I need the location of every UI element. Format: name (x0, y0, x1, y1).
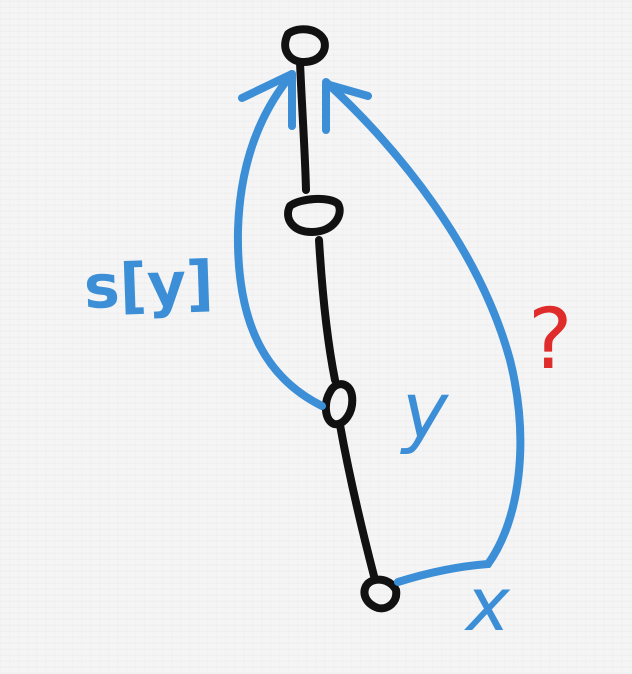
arrow-head-left (238, 70, 296, 130)
tree-edge-node2-to-node3 (315, 236, 339, 384)
tree-node-y (321, 380, 357, 429)
label-x: x (464, 562, 511, 648)
arrow-head-right (322, 80, 372, 134)
label-y: y (400, 367, 450, 457)
tree-edge-root-to-node2 (296, 58, 310, 194)
tree-node-second (284, 195, 344, 236)
label-sy: s[y] (83, 248, 215, 322)
tree-edge-node3-to-node4 (336, 421, 378, 580)
tree-node-x (360, 575, 401, 613)
tree-node-root (281, 25, 329, 66)
label-question-mark: ? (528, 290, 573, 388)
path-arrow-question (322, 78, 525, 586)
path-arrow-sy (233, 70, 326, 410)
